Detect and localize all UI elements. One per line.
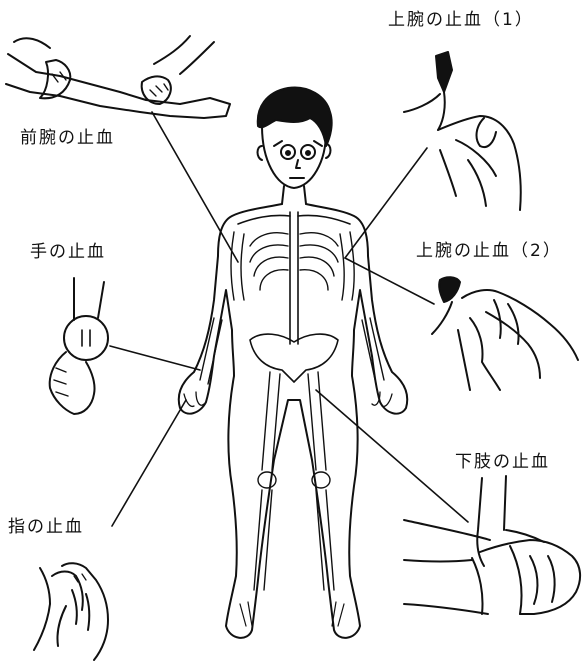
wrist-circle	[64, 316, 108, 360]
label-forearm: 前腕の止血	[20, 130, 115, 147]
label-upper-arm-1: 上腕の止血（1）	[388, 12, 534, 29]
leader-finger	[112, 400, 186, 526]
leader-lower-limb	[316, 390, 468, 522]
finger-illustration	[34, 563, 108, 660]
label-lower-limb: 下肢の止血	[455, 454, 550, 471]
label-upper-arm-2: 上腕の止血（2）	[416, 243, 562, 260]
lower-limb-illustration	[404, 476, 580, 614]
upper-arm-1-illustration	[404, 52, 521, 210]
human-figure	[179, 88, 407, 638]
leader-forearm	[152, 112, 238, 262]
ribcage	[250, 233, 338, 290]
leader-lines	[110, 112, 468, 526]
spine	[290, 212, 298, 344]
upper-arm-2-illustration	[432, 277, 578, 390]
forearm-illustration	[6, 36, 230, 118]
body-outline	[179, 204, 407, 638]
hand-illustration	[50, 278, 108, 414]
label-hand: 手の止血	[30, 244, 106, 261]
label-finger: 指の止血	[8, 519, 84, 536]
hair	[258, 88, 332, 146]
pelvis	[250, 334, 338, 382]
leader-hand	[110, 346, 200, 370]
leader-upper-arm-1	[345, 148, 427, 258]
